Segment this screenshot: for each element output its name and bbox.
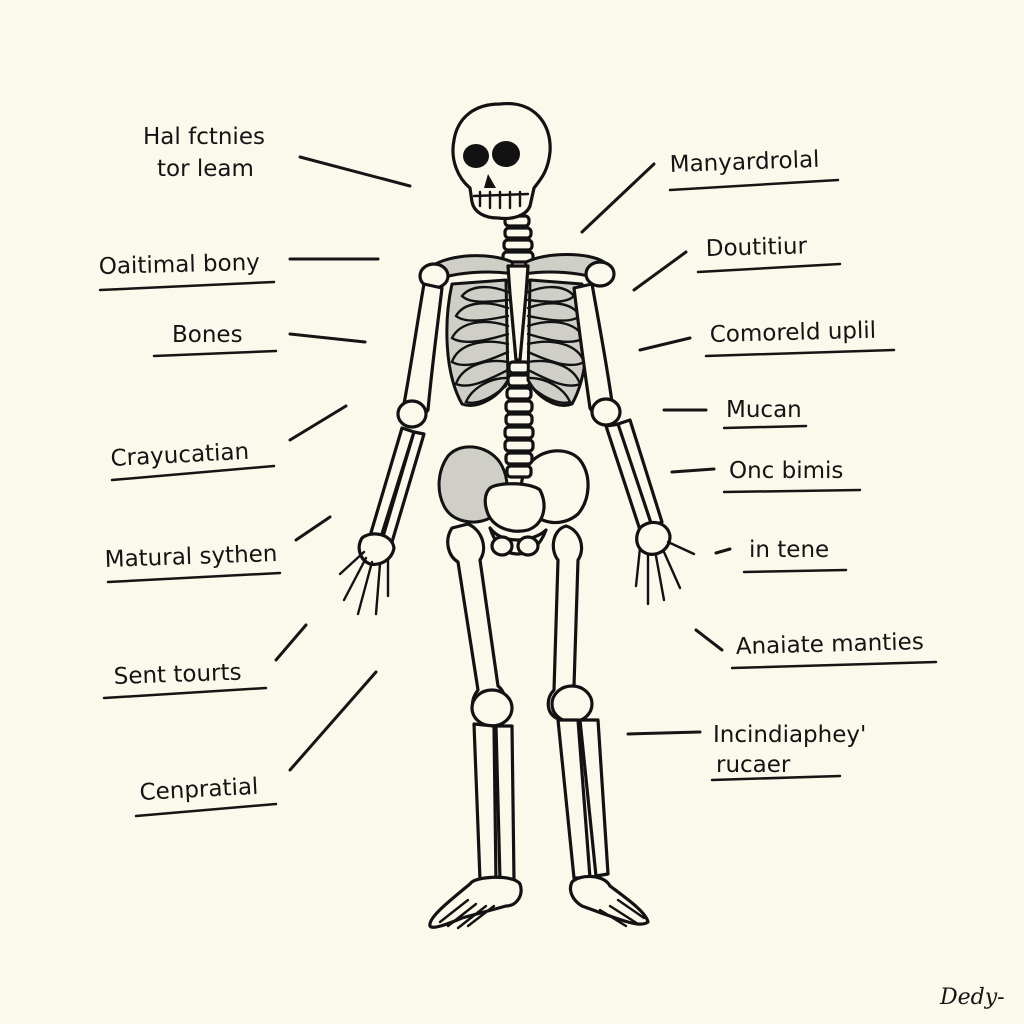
artist-signature: Dedy- <box>939 985 1005 1010</box>
label-left-1: Hal fctnies <box>143 124 265 150</box>
label-left-3: Oaitimal bony <box>98 250 260 280</box>
left-arm <box>338 282 444 616</box>
label-left-8: Cenpratial <box>139 774 259 806</box>
label-right-1: Manyardrolal <box>669 147 820 178</box>
label-right-7: Anaiate manties <box>735 629 924 660</box>
label-right-4: Mucan <box>726 397 802 423</box>
label-underlines <box>98 178 938 818</box>
label-right-8: Incindiaphey' <box>713 722 866 748</box>
label-right-6: in tene <box>749 537 829 563</box>
label-left-4: Bones <box>172 322 243 348</box>
label-left-7: Sent tourts <box>113 660 242 690</box>
label-left-6: Matural sythen <box>104 541 278 573</box>
leader-lines <box>274 155 732 772</box>
left-leg <box>428 522 523 930</box>
pelvis <box>437 445 590 557</box>
shoulder-girdle <box>418 253 616 290</box>
label-left-5: Crayucatian <box>110 439 250 472</box>
labels-right: Manyardrolal Doutitiur Comoreld uplil Mu… <box>669 147 924 778</box>
label-right-9: rucaer <box>716 752 791 778</box>
right-arm <box>572 282 696 606</box>
label-left-2: tor leam <box>157 156 254 182</box>
label-right-3: Comoreld uplil <box>709 318 876 348</box>
spine <box>501 214 535 479</box>
right-leg <box>546 524 650 928</box>
label-right-2: Doutitiur <box>705 233 807 262</box>
labels-left: Hal fctnies tor leam Oaitimal bony Bones… <box>98 124 277 806</box>
label-right-5: Onc bimis <box>729 458 843 484</box>
skeleton-figure <box>338 102 696 930</box>
skull <box>451 102 552 221</box>
